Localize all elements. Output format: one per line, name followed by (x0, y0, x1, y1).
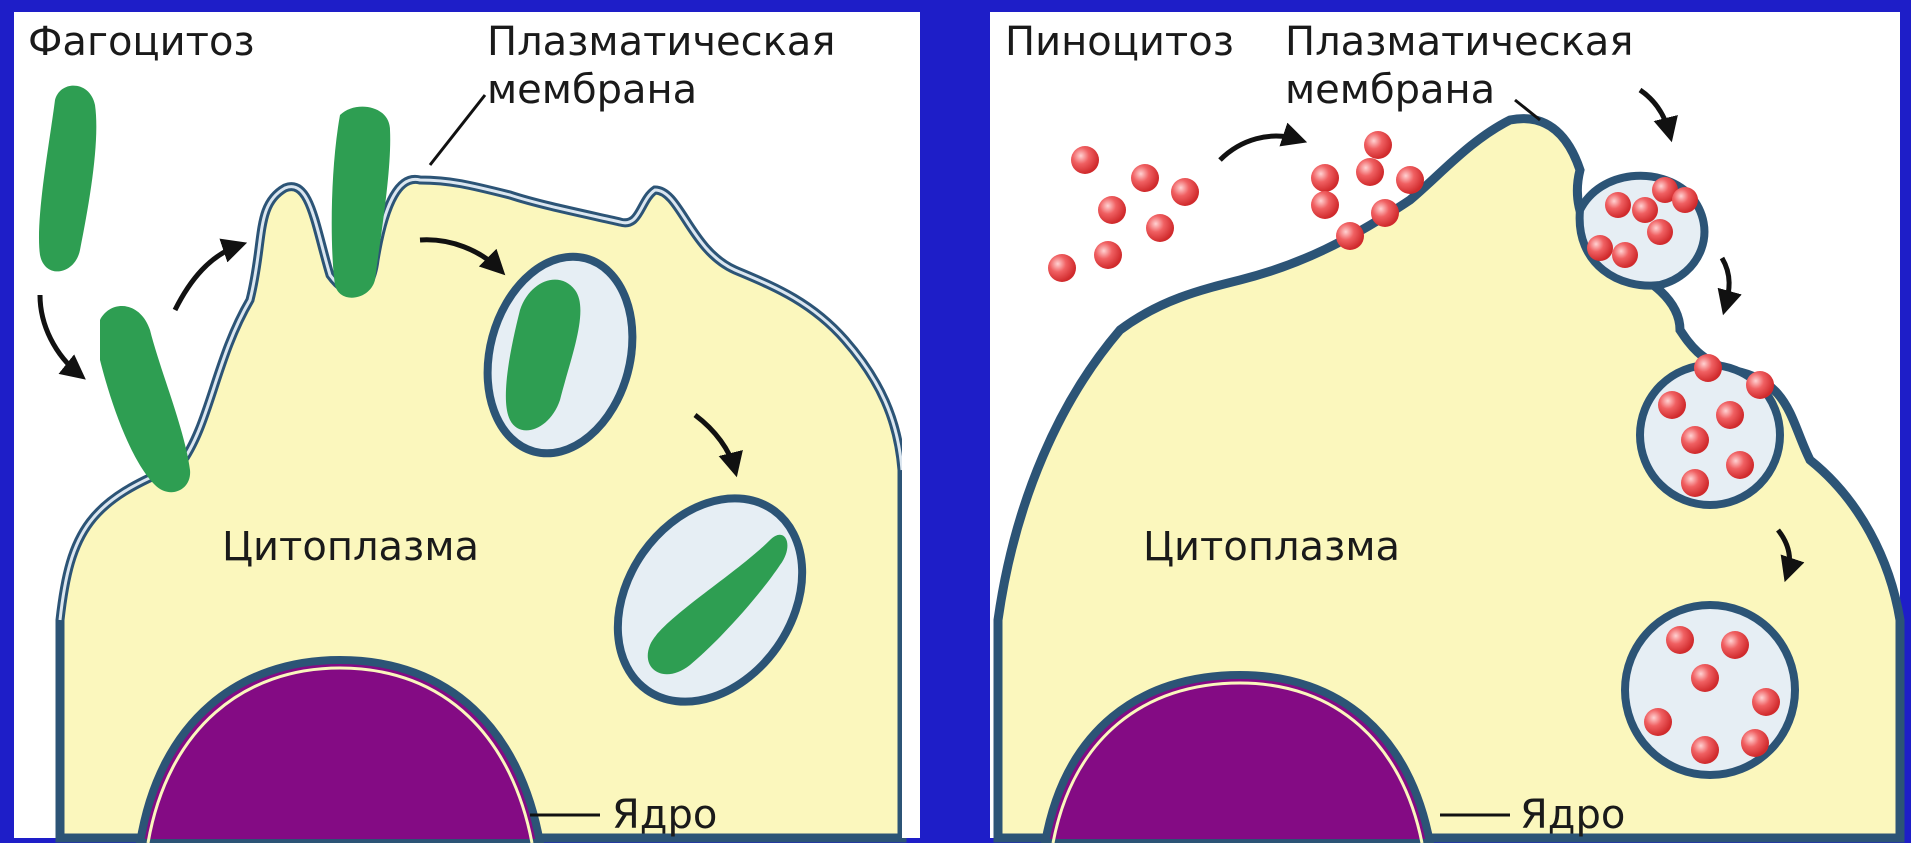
membrane-label-right-line2: мембрана (1285, 67, 1495, 113)
cytoplasm-label: Цитоплазма (222, 524, 479, 570)
phagocytosis-title: Фагоцитоз (28, 19, 255, 65)
nucleus-label: Ядро (612, 792, 717, 838)
panel-edge (902, 12, 920, 838)
pinocytosis-title: Пиноцитоз (1005, 19, 1234, 65)
membrane-label-line1: Плазматическая (487, 19, 835, 65)
membrane-label-right-line1: Плазматическая (1285, 19, 1633, 65)
nucleus-label-right: Ядро (1520, 792, 1625, 838)
membrane-label-line2: мембрана (487, 67, 697, 113)
cytoplasm-label-right: Цитоплазма (1143, 524, 1400, 570)
